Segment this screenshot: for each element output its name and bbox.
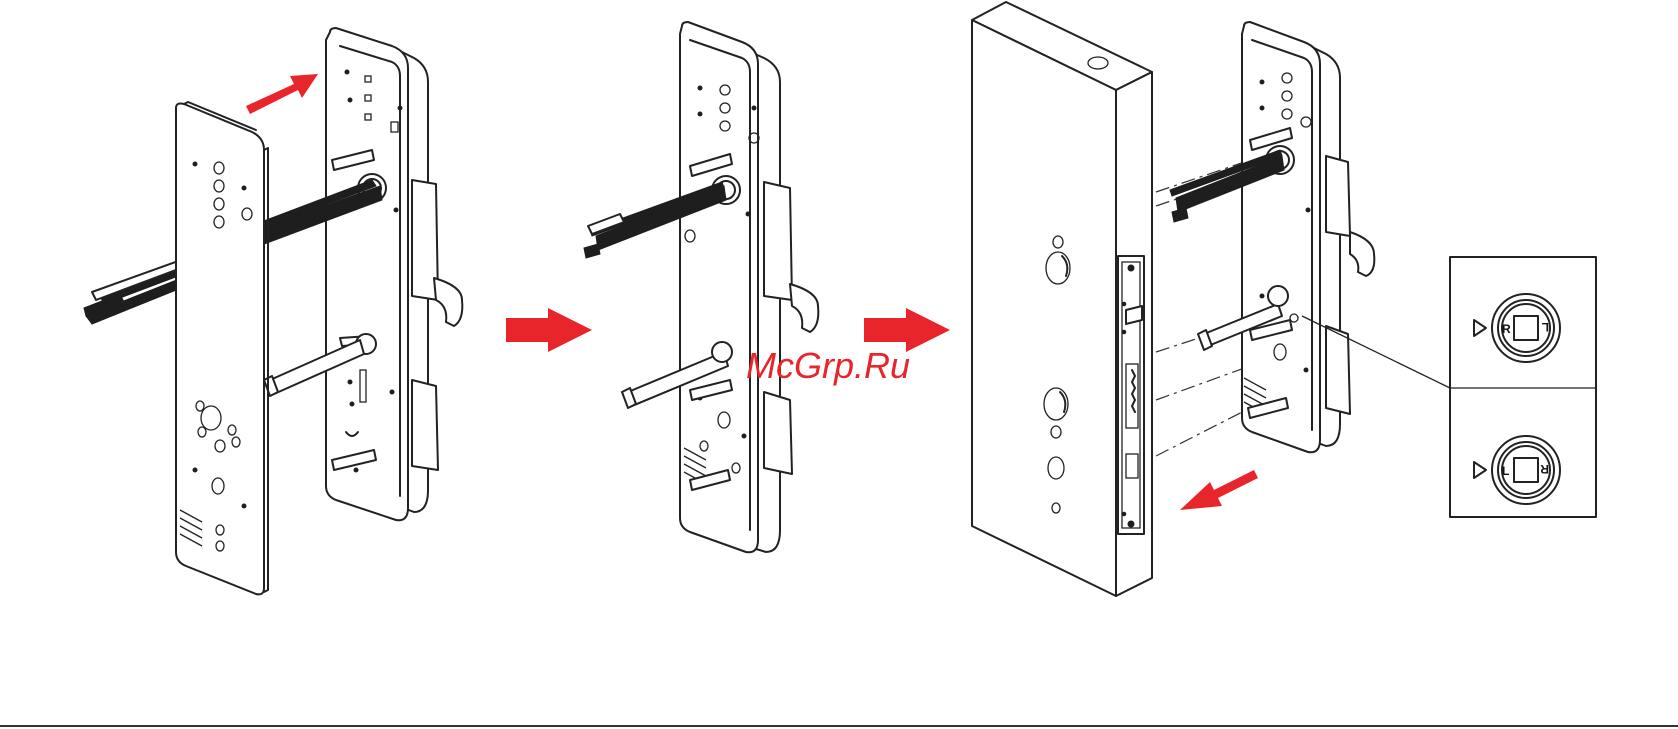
lock-body-1 <box>326 28 462 520</box>
orientation-insets: R L L R <box>1450 257 1596 517</box>
door-slab <box>972 2 1152 596</box>
red-arrow-icon <box>1180 470 1258 510</box>
inset-bottom-left-mark: L <box>1502 464 1509 478</box>
inset-bottom-right-mark: R <box>1540 462 1549 476</box>
watermark: McGrp.Ru <box>746 345 910 386</box>
front-plate-1 <box>176 102 268 594</box>
inset-top-left-mark: R <box>1502 322 1511 336</box>
lock-body-3 <box>1170 22 1374 452</box>
inset-top-right-mark: L <box>1542 320 1549 334</box>
red-arrow-icon <box>246 74 318 114</box>
red-arrow-icon <box>506 308 592 352</box>
step-1-assembly <box>84 28 462 594</box>
step-2-assembly <box>584 22 818 552</box>
